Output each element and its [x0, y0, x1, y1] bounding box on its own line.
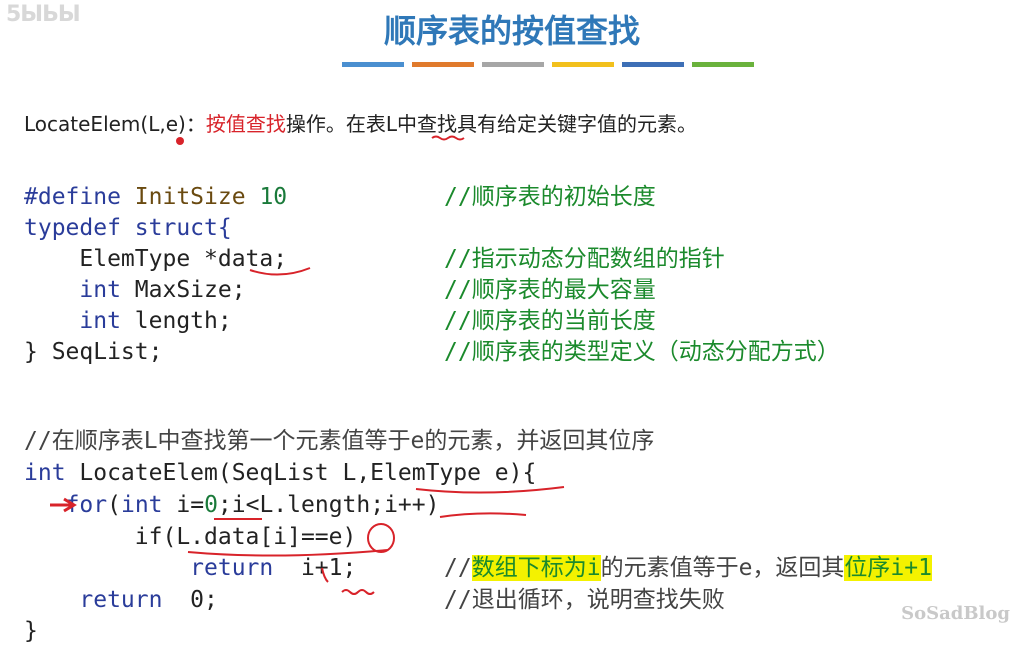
operation-highlight: 按值查找: [205, 112, 286, 136]
color-bar-1: [342, 62, 404, 67]
highlight-index: 数组下标为i: [471, 555, 601, 581]
operation-description: LocateElem(L,e)：按值查找操作。在表L中查找具有给定关键字值的元素…: [24, 108, 697, 137]
function-header-comment: //在顺序表L中查找第一个元素值等于e的元素，并返回其位序: [24, 428, 655, 454]
code-line-typedef: typedef struct{: [24, 215, 232, 241]
for-zero: 0: [204, 492, 218, 518]
title-color-bars: [342, 62, 754, 67]
length-type: int: [79, 308, 121, 334]
operation-name: LocateElem(L,e)：: [24, 112, 206, 136]
operation-detail: 操作。在表L中查找具有给定关键字值的元素。: [285, 112, 697, 136]
return-keyword: return: [190, 555, 274, 581]
define-directive: #define: [24, 184, 121, 210]
define-name: InitSize: [134, 184, 246, 210]
return-value: i+1;: [273, 555, 357, 581]
annotation-underline-increment: [439, 512, 527, 518]
comment-maxsize: //顺序表的最大容量: [444, 277, 656, 303]
maxsize-type: int: [79, 277, 121, 303]
define-value: 10: [259, 184, 288, 210]
return-zero-keyword: return: [79, 587, 163, 613]
code-line-for: for(int i=0;i<L.length;i++): [65, 492, 440, 518]
color-bar-3: [482, 62, 544, 67]
comment-length: //顺序表的当前长度: [444, 308, 656, 334]
code-line-signature: int LocateElem(SeqList L,ElemType e){: [24, 458, 536, 489]
code-line-data: ElemType *data;: [24, 246, 288, 272]
for-int-keyword: int: [120, 492, 163, 518]
signature-rest: LocateElem(SeqList L,ElemType e){: [65, 460, 537, 486]
code-line-define: #define InitSize 10: [24, 182, 287, 213]
code-line-close: }: [24, 618, 38, 644]
comment-middle: 的元素值等于e，返回其: [600, 555, 845, 581]
slide-title: 顺序表的按值查找: [383, 12, 640, 50]
signature-return-type: int: [24, 460, 66, 486]
comment-data: //指示动态分配数组的指针: [444, 246, 725, 272]
code-line-if: if(L.data[i]==e): [24, 522, 357, 553]
if-statement: if(L.data[i]==e): [134, 524, 357, 550]
code-line-return: return i+1;: [24, 553, 356, 584]
return-zero-value: 0;: [162, 587, 218, 613]
color-bar-2: [412, 62, 474, 67]
comment-seqlist: //顺序表的类型定义（动态分配方式）: [444, 339, 840, 365]
color-bar-6: [692, 62, 754, 67]
logo-watermark: 5ЫЬЫ: [6, 2, 81, 27]
maxsize-field: MaxSize;: [120, 277, 246, 303]
length-field: length;: [120, 308, 232, 334]
annotation-dot: [176, 137, 184, 145]
comment-return: //数组下标为i的元素值等于e，返回其位序i+1: [444, 553, 932, 584]
annotation-circle-e: [367, 523, 395, 553]
for-condition: ;i<L.length;i++): [217, 492, 440, 518]
comment-return-zero: //退出循环，说明查找失败: [444, 587, 725, 613]
highlight-position: 位序i+1: [844, 555, 932, 581]
for-keyword: for: [65, 492, 108, 518]
for-init: i=: [162, 492, 205, 518]
color-bar-5: [622, 62, 684, 67]
code-line-maxsize: int MaxSize;: [24, 275, 246, 306]
blog-watermark: SoSadBlog: [901, 603, 1010, 624]
code-line-return-zero: return 0;: [24, 585, 218, 616]
comment-slashes: //: [444, 555, 472, 581]
color-bar-4: [552, 62, 614, 67]
comment-init-size: //顺序表的初始长度: [444, 184, 656, 210]
code-line-length: int length;: [24, 306, 232, 337]
code-line-seqlist: } SeqList;: [24, 339, 163, 365]
